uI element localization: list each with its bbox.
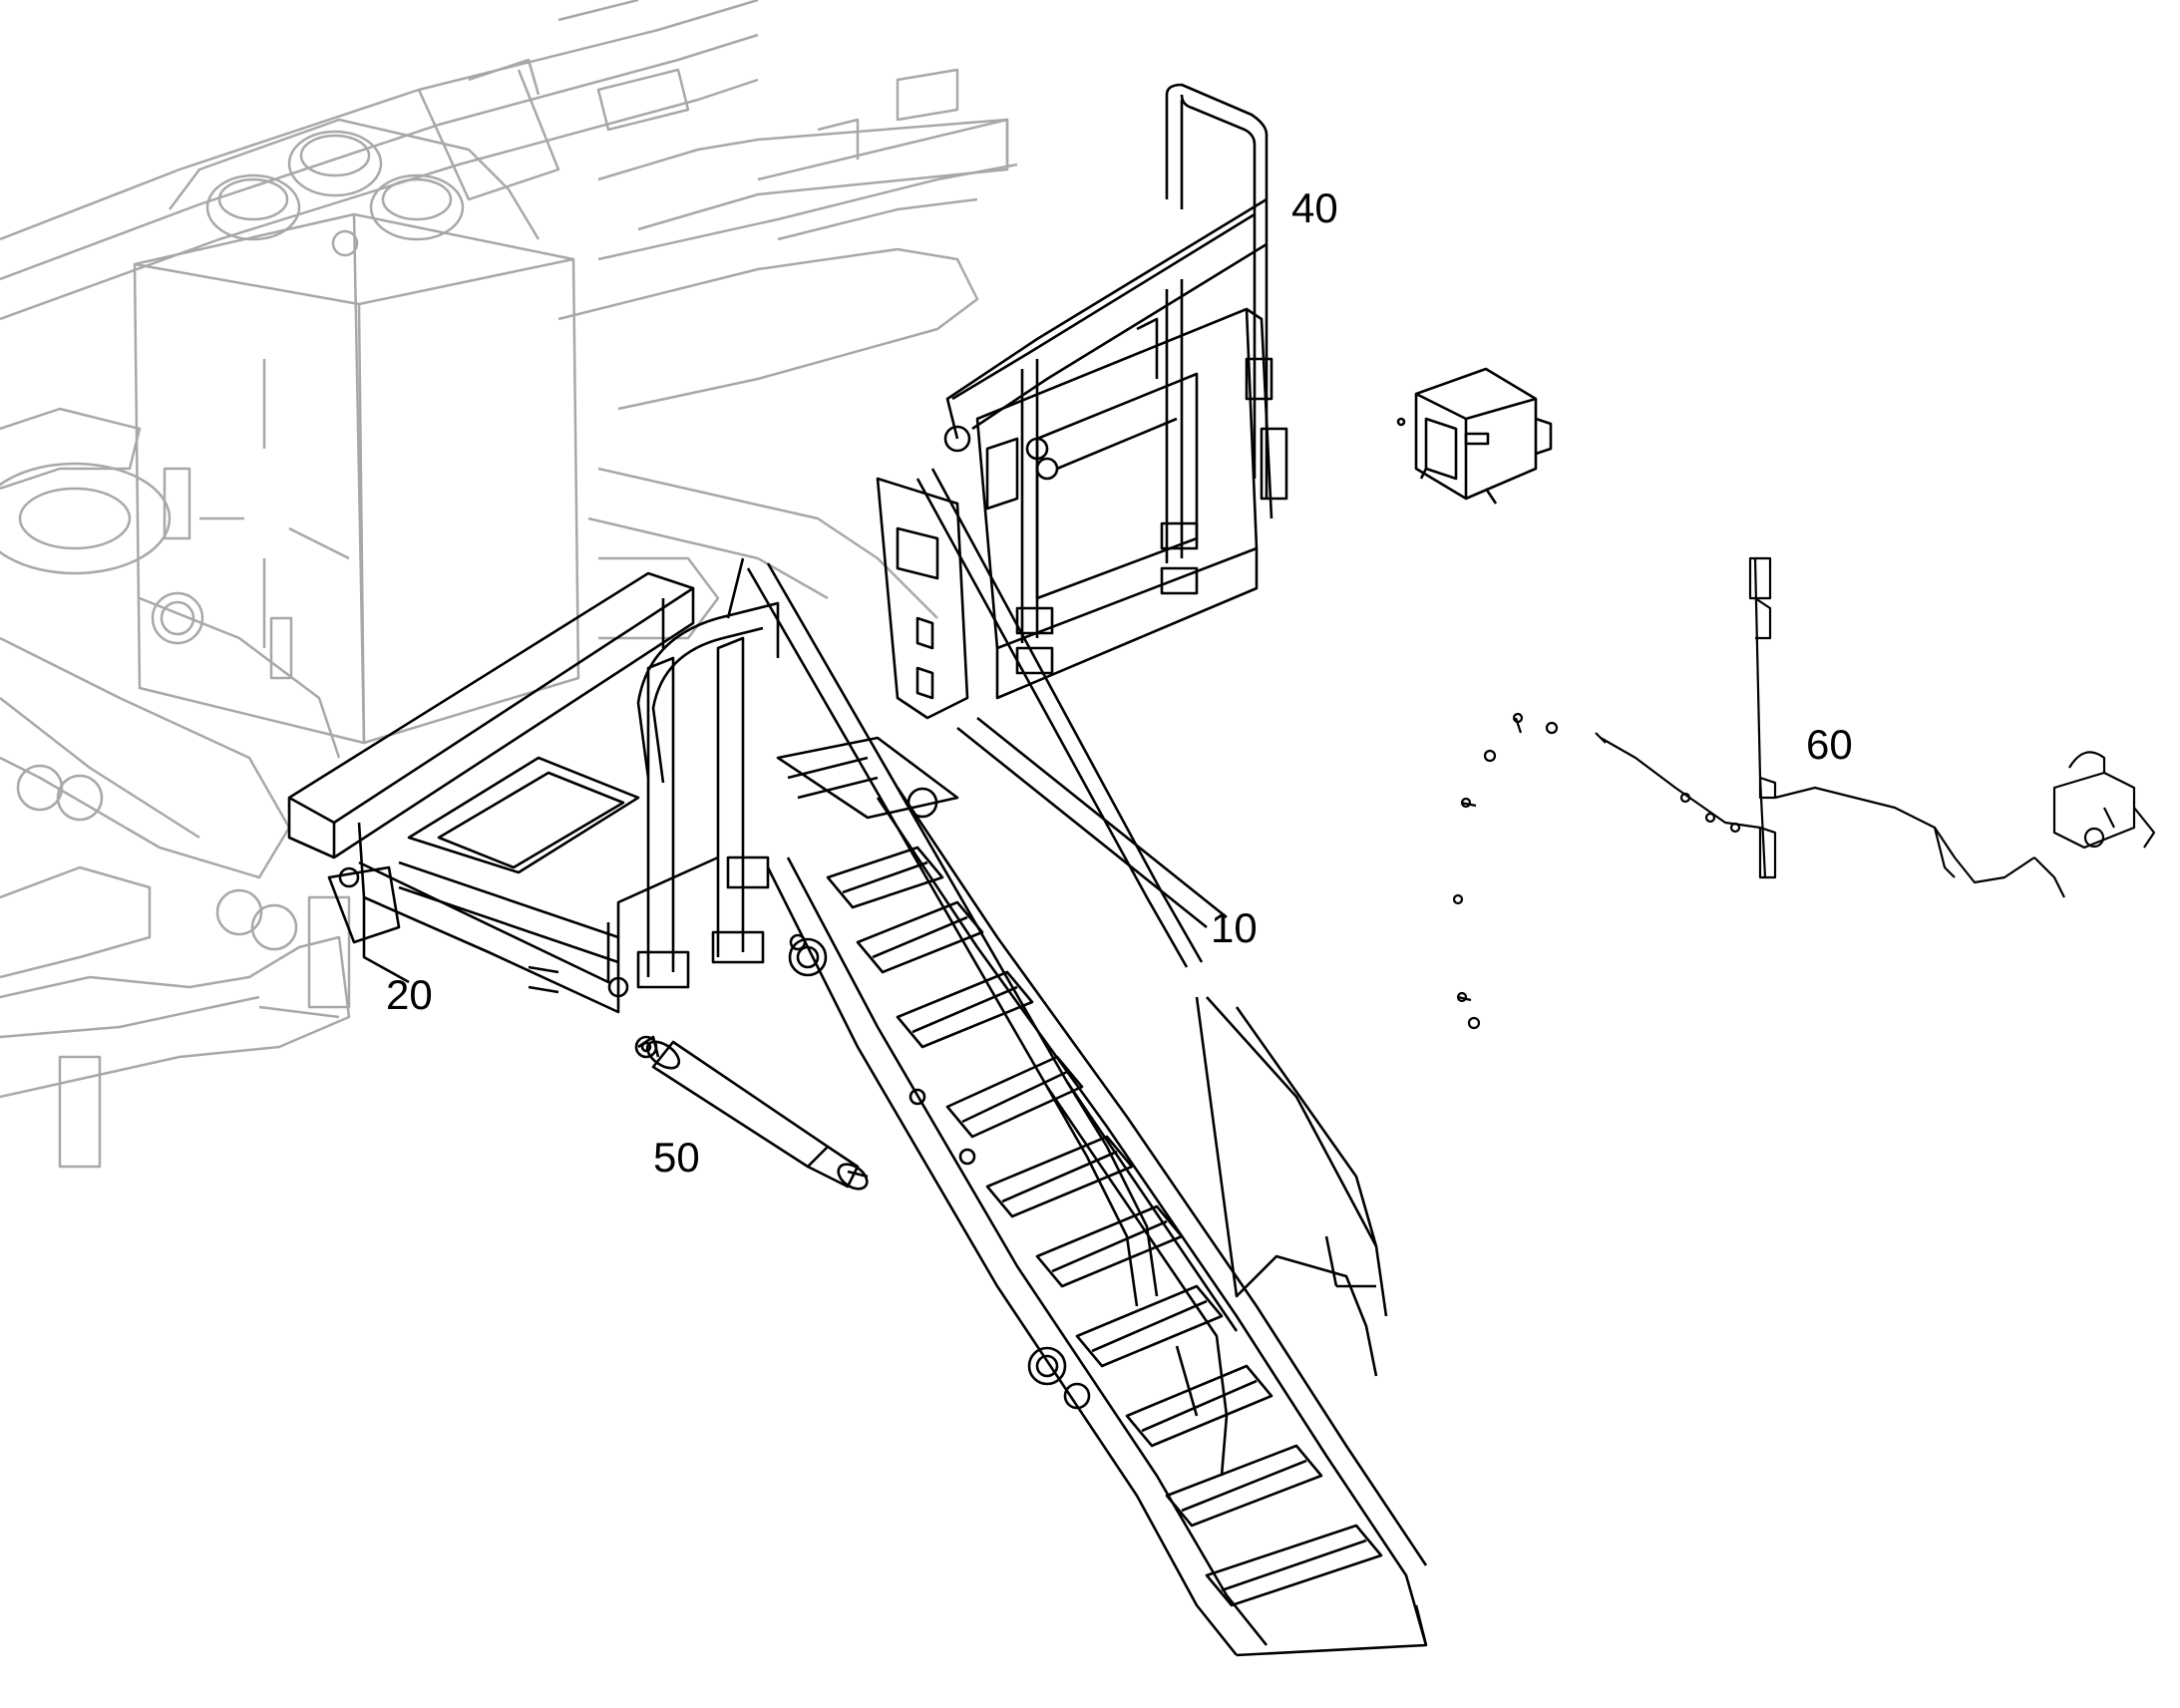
part-10-stair-assembly: [746, 468, 1428, 1657]
callout-10: 10: [1211, 904, 1258, 951]
callout-60: 60: [1806, 721, 1853, 768]
part-40-upper-platform-guardrail: [943, 83, 1288, 700]
part-60-wiring-harness: [1452, 556, 2156, 1030]
callout-40: 40: [1291, 184, 1338, 231]
ghost-chassis-frame: [0, 0, 1018, 1169]
callout-50: 50: [653, 1134, 700, 1181]
callout-20: 20: [386, 971, 433, 1018]
part-50-hydraulic-cylinder: [634, 1035, 869, 1191]
part-20-mounting-platform: [287, 557, 780, 1014]
electrical-box: [1396, 367, 1553, 505]
